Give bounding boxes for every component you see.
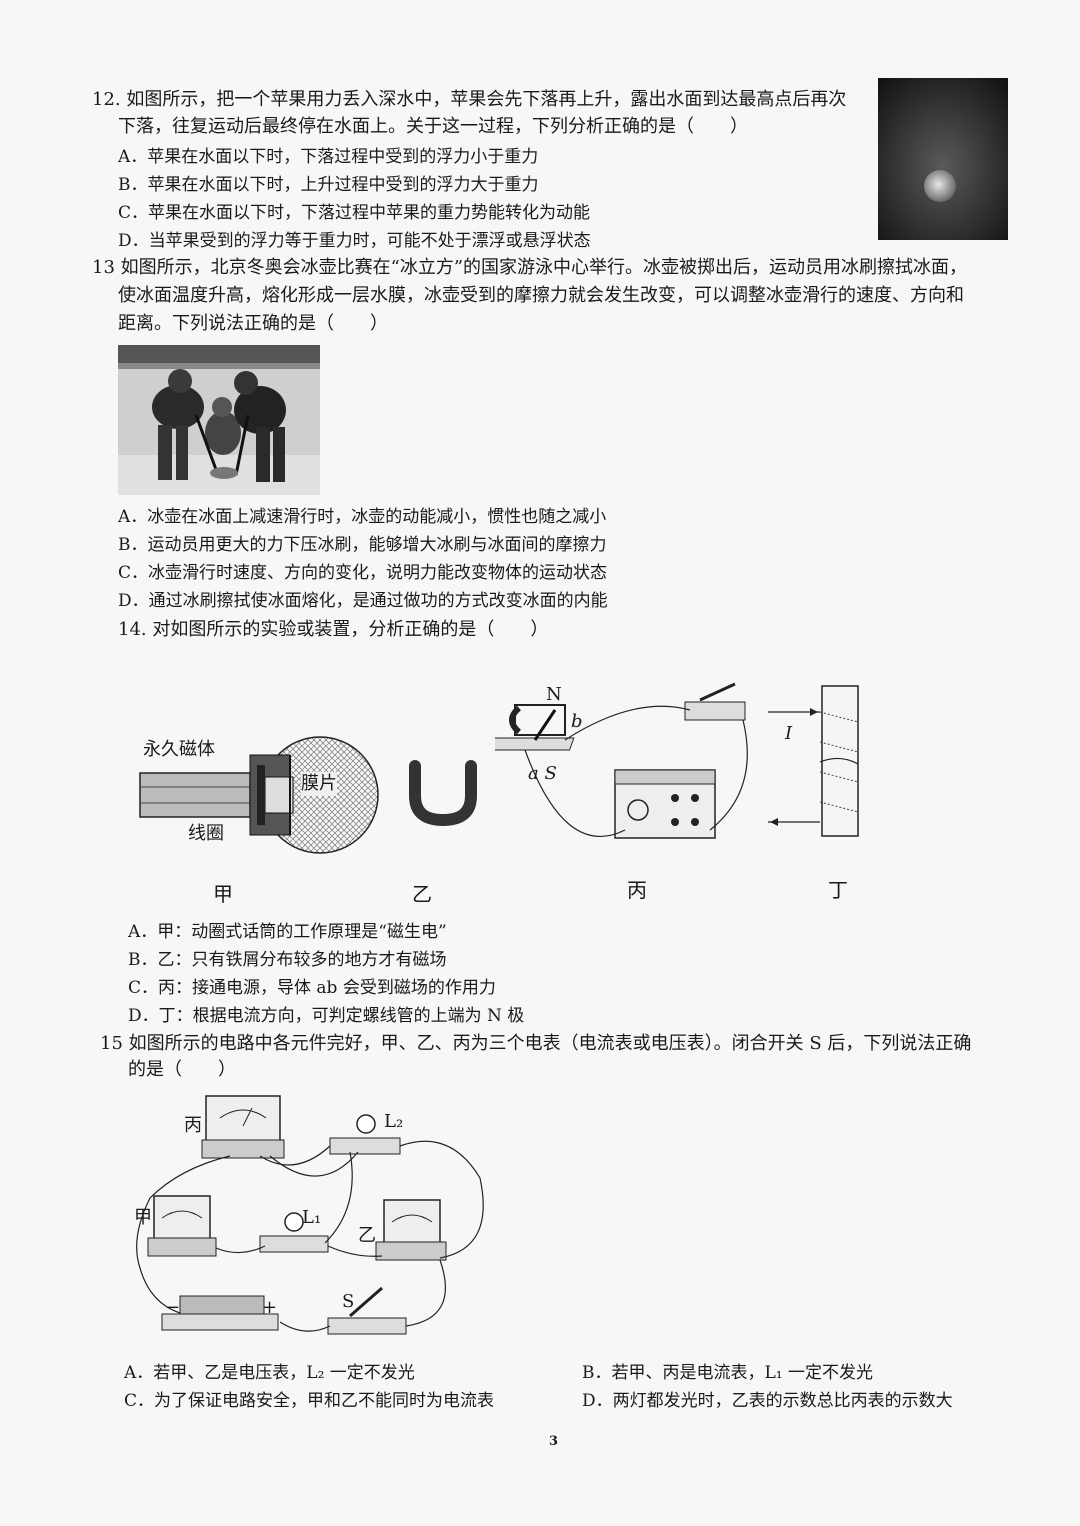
q13-option-a: A．冰壶在冰面上减速滑行时，冰壶的动能减小，惯性也随之减小 bbox=[118, 507, 607, 527]
caption-ding: 丁 bbox=[828, 878, 848, 902]
apple-in-water-photo bbox=[878, 78, 1008, 240]
q14-option-a: A．甲：动圈式话筒的工作原理是“磁生电” bbox=[128, 922, 447, 942]
q15-stem-line1: 15 如图所示的电路中各元件完好，甲、乙、丙为三个电表（电流表或电压表）。闭合开… bbox=[100, 1033, 972, 1054]
q14-option-c: C．丙：接通电源，导体 ab 会受到磁场的作用力 bbox=[128, 978, 496, 998]
meter-yi bbox=[375, 1199, 447, 1261]
caption-bing: 丙 bbox=[627, 878, 647, 902]
q15-stem-line2: 的是（ ） bbox=[128, 1059, 236, 1080]
curling-photo bbox=[118, 345, 320, 495]
q13-stem-line2: 使冰面温度升高，熔化形成一层水膜，冰壶受到的摩擦力就会发生改变，可以调整冰壶滑行… bbox=[118, 285, 964, 306]
battery-plus-label: + bbox=[262, 1297, 278, 1318]
apple-shape bbox=[924, 170, 956, 202]
q15-circuit-diagram bbox=[136, 1095, 484, 1335]
caption-yi: 乙 bbox=[412, 882, 432, 906]
switch-lever bbox=[699, 682, 736, 702]
solenoid-diagram bbox=[768, 685, 859, 837]
q13-option-b: B．运动员用更大的力下压冰刷，能够增大冰刷与冰面间的摩擦力 bbox=[118, 535, 607, 555]
meter-jia bbox=[147, 1195, 217, 1257]
lamp-l2-label: L₂ bbox=[384, 1111, 404, 1132]
meter-bing bbox=[201, 1095, 285, 1159]
page-number: 3 bbox=[549, 1434, 559, 1449]
caption-jia: 甲 bbox=[213, 882, 233, 906]
meter-bing-label: 丙 bbox=[184, 1115, 202, 1136]
q12-stem-line2: 下落，往复运动后最终停在水面上。关于这一过程，下列分析正确的是（ ） bbox=[118, 116, 748, 137]
conductor-a-south-label: a S bbox=[528, 763, 557, 784]
permanent-magnet-label: 永久磁体 bbox=[143, 739, 215, 760]
u-magnet-iron-filings bbox=[409, 760, 477, 827]
q15-option-a: A．若甲、乙是电压表，L₂ 一定不发光 bbox=[124, 1363, 415, 1383]
q15-option-d: D．两灯都发光时，乙表的示数总比丙表的示数大 bbox=[582, 1391, 953, 1411]
battery-minus-label: − bbox=[165, 1297, 181, 1318]
north-pole-label: N bbox=[546, 684, 562, 705]
q15-option-c: C．为了保证电路安全，甲和乙不能同时为电流表 bbox=[124, 1391, 495, 1411]
switch-s-label: S bbox=[342, 1291, 355, 1312]
lamp-l1-label: L₁ bbox=[302, 1207, 322, 1228]
q12-stem-line1: 12. 如图所示，把一个苹果用力丢入深水中，苹果会先下落再上升，露出水面到达最高… bbox=[92, 89, 847, 110]
membrane-label: 膜片 bbox=[301, 772, 337, 796]
meter-yi-label: 乙 bbox=[358, 1225, 376, 1246]
q14-option-b: B．乙：只有铁屑分布较多的地方才有磁场 bbox=[128, 950, 447, 970]
q13-option-d: D．通过冰刷擦拭使冰面熔化，是通过做功的方式改变冰面的内能 bbox=[118, 591, 608, 611]
conductor-b-label: b bbox=[571, 711, 583, 732]
q12-option-d: D．当苹果受到的浮力等于重力时，可能不处于漂浮或悬浮状态 bbox=[118, 231, 591, 251]
motor-principle-circuit bbox=[495, 682, 748, 839]
battery bbox=[161, 1295, 279, 1331]
q13-stem-line3: 距离。下列说法正确的是（ ） bbox=[118, 313, 388, 334]
q15-option-b: B．若甲、丙是电流表，L₁ 一定不发光 bbox=[582, 1363, 873, 1383]
current-i-label: I bbox=[785, 723, 793, 744]
meter-jia-label: 甲 bbox=[134, 1207, 152, 1228]
conductor-ab bbox=[533, 709, 557, 741]
switch-s bbox=[327, 1286, 407, 1335]
q14-option-d: D．丁：根据电流方向，可判定螺线管的上端为 N 极 bbox=[128, 1006, 525, 1026]
curling-stone bbox=[210, 467, 238, 479]
q14-stem: 14. 对如图所示的实验或装置，分析正确的是（ ） bbox=[118, 619, 549, 640]
q12-option-a: A．苹果在水面以下时，下落过程中受到的浮力小于重力 bbox=[118, 147, 539, 167]
q12-option-c: C．苹果在水面以下时，下落过程中苹果的重力势能转化为动能 bbox=[118, 203, 591, 223]
q13-option-c: C．冰壶滑行时速度、方向的变化，说明力能改变物体的运动状态 bbox=[118, 563, 608, 583]
q12-option-b: B．苹果在水面以下时，上升过程中受到的浮力大于重力 bbox=[118, 175, 539, 195]
lamp-l1 bbox=[259, 1212, 329, 1253]
coil-label: 线圈 bbox=[188, 823, 224, 844]
q13-stem-line1: 13 如图所示，北京冬奥会冰壶比赛在“冰立方”的国家游泳中心举行。冰壶被掷出后，… bbox=[92, 257, 968, 278]
